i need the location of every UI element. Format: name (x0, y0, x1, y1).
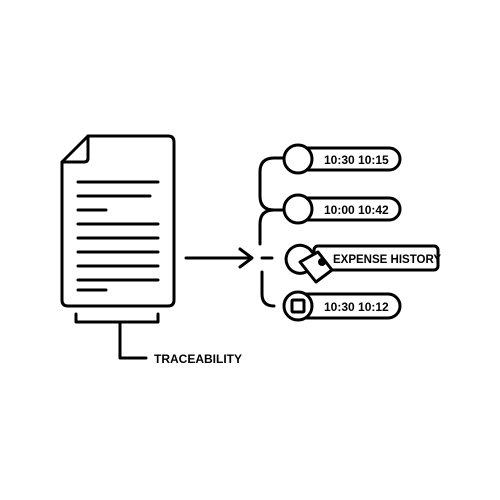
document-bracket (74, 312, 160, 360)
document-icon (60, 134, 176, 308)
entry-3-label: EXPENSE HISTORY (333, 254, 441, 266)
traceability-caption: TRACEABILITY (154, 352, 242, 366)
magnifier-icon (284, 243, 314, 275)
tag-icon (298, 250, 334, 284)
branch-brace (258, 156, 276, 308)
flow-arrow (184, 247, 254, 269)
timeline-entry-2 (272, 193, 402, 225)
timeline-entry-3 (284, 243, 440, 284)
entry-4-label: 10:30 10:12 (324, 300, 389, 314)
entry-2-label: 10:00 10:42 (324, 203, 389, 217)
timeline-entry-4 (282, 290, 402, 322)
timeline-entry-1 (272, 143, 402, 175)
stop-square-icon (290, 298, 306, 314)
entry-1-label: 10:30 10:15 (324, 153, 389, 167)
